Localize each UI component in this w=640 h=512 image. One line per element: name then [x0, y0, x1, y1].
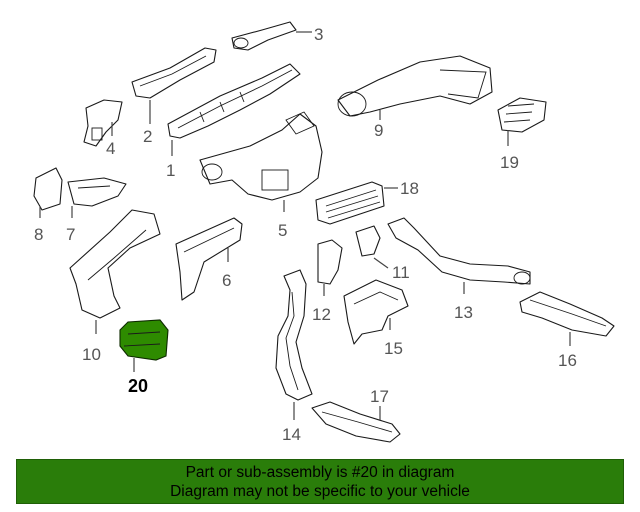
part-17-duct[interactable]: 17 — [311, 387, 401, 443]
part-18-vent[interactable]: 18 — [315, 179, 419, 225]
svg-text:4: 4 — [106, 139, 115, 158]
svg-text:9: 9 — [374, 121, 383, 140]
svg-text:20: 20 — [128, 376, 148, 396]
svg-text:2: 2 — [143, 127, 152, 146]
part-4-duct[interactable]: 4 — [83, 99, 123, 158]
part-2-duct[interactable]: 2 — [131, 47, 217, 146]
info-banner: Part or sub-assembly is #20 in diagram D… — [16, 459, 624, 504]
svg-text:12: 12 — [312, 305, 331, 324]
svg-text:7: 7 — [66, 225, 75, 244]
part-3-duct[interactable]: 3 — [231, 21, 323, 51]
part-5-duct[interactable]: 5 — [199, 111, 323, 240]
part-20-highlighted[interactable]: 20 — [119, 319, 169, 396]
banner-line-2: Diagram may not be specific to your vehi… — [170, 483, 470, 500]
part-9-duct[interactable]: 9 — [337, 55, 493, 140]
part-6-bracket[interactable]: 6 — [175, 217, 243, 301]
part-16-duct[interactable]: 16 — [519, 291, 615, 370]
svg-text:16: 16 — [558, 351, 577, 370]
banner-line-1: Part or sub-assembly is #20 in diagram — [185, 464, 455, 481]
svg-text:18: 18 — [400, 179, 419, 198]
parts-diagram: 3 2 4 1 5 9 — [33, 21, 615, 444]
part-11-duct[interactable]: 11 — [355, 225, 410, 282]
svg-text:15: 15 — [384, 339, 403, 358]
svg-text:13: 13 — [454, 303, 473, 322]
part-8-vent[interactable]: 8 — [33, 167, 63, 244]
svg-text:10: 10 — [82, 345, 101, 364]
part-19-duct[interactable]: 19 — [497, 97, 547, 172]
part-13-duct[interactable]: 13 — [387, 217, 531, 322]
part-1-duct[interactable]: 1 — [166, 63, 301, 180]
svg-text:17: 17 — [370, 387, 389, 406]
part-15-bracket[interactable]: 15 — [343, 279, 409, 358]
svg-text:3: 3 — [314, 25, 323, 44]
svg-text:6: 6 — [222, 271, 231, 290]
svg-text:11: 11 — [392, 263, 410, 282]
svg-text:8: 8 — [34, 225, 43, 244]
part-7-duct[interactable]: 7 — [66, 177, 127, 244]
part-14-duct[interactable]: 14 — [275, 269, 313, 444]
svg-text:1: 1 — [166, 161, 175, 180]
svg-text:14: 14 — [282, 425, 301, 444]
part-12-duct[interactable]: 12 — [312, 239, 343, 324]
svg-text:5: 5 — [278, 221, 287, 240]
svg-text:19: 19 — [500, 153, 519, 172]
part-10-duct[interactable]: 10 — [69, 209, 161, 364]
